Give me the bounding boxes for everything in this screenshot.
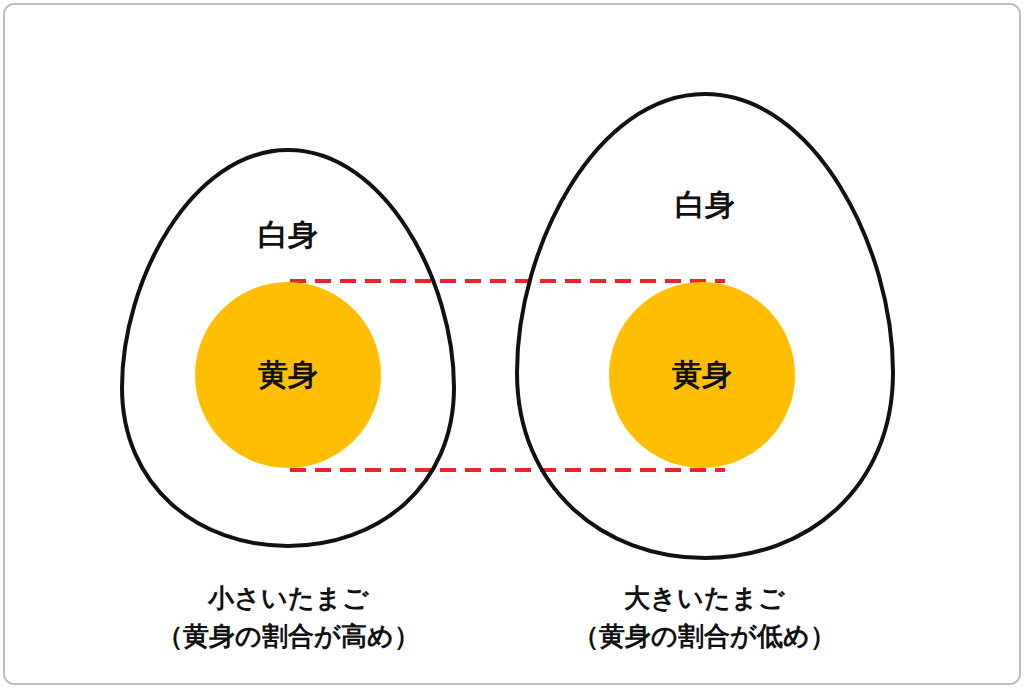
egg-outline: 白身黄身 bbox=[120, 148, 456, 548]
egg-outline bbox=[517, 94, 893, 558]
guide-line bbox=[290, 279, 725, 283]
white-label: 白身 bbox=[120, 217, 456, 253]
white-label: 白身 bbox=[515, 187, 895, 223]
caption: 大きいたまご bbox=[624, 579, 785, 617]
guide-line bbox=[290, 468, 725, 472]
yolk-circle: 黄身 bbox=[195, 282, 381, 468]
yolk-label: 黄身 bbox=[609, 357, 795, 393]
yolk-label: 黄身 bbox=[195, 357, 381, 393]
caption: （黄身の割合が高め） bbox=[157, 617, 420, 655]
yolk-fill bbox=[609, 282, 795, 468]
yolk-fill bbox=[195, 282, 381, 468]
caption: （黄身の割合が低め） bbox=[573, 617, 836, 655]
frame bbox=[4, 4, 1020, 684]
egg-outline bbox=[122, 150, 454, 546]
egg-outline: 白身黄身 bbox=[515, 92, 895, 560]
caption: 小さいたまご bbox=[208, 579, 369, 617]
yolk-circle: 黄身 bbox=[609, 282, 795, 468]
